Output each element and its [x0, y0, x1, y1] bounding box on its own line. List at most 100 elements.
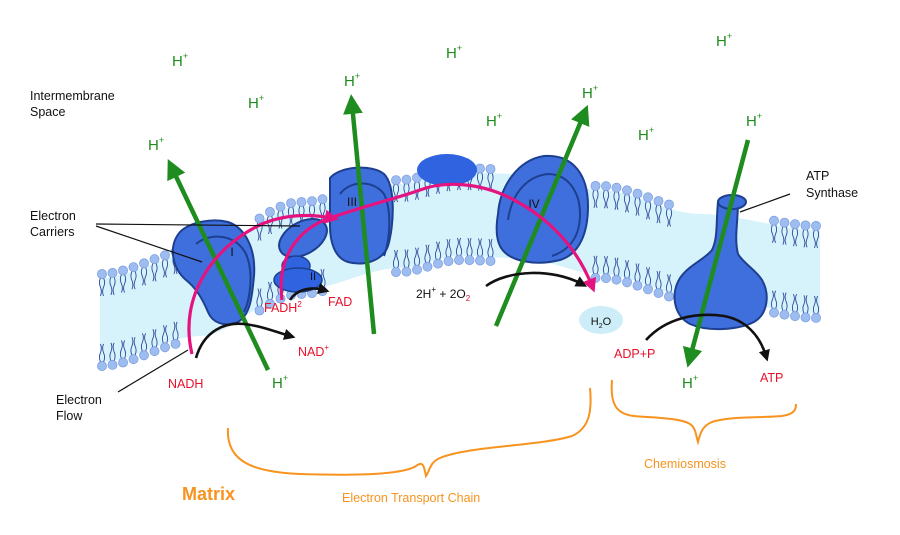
lipid-head: [391, 267, 401, 277]
lipid-tail: [627, 260, 631, 279]
lipid-tail: [595, 189, 599, 209]
lipid-tail: [259, 288, 263, 307]
lipid-tail: [144, 333, 148, 352]
atp-synthase-label-line2: Synthase: [806, 186, 858, 200]
lipid-tail: [133, 271, 137, 290]
lipid-head: [601, 273, 611, 284]
lipid-head: [160, 250, 170, 261]
chemiosmosis-brace-label: Chemiosmosis: [644, 457, 726, 471]
oxygen-reaction-label: 2H+ + 2O2: [416, 285, 471, 303]
lipid-head: [107, 267, 118, 278]
proton-arrow-atp-synthase: [682, 139, 751, 368]
lipid-tail: [396, 183, 400, 203]
lipid-tail: [490, 172, 494, 192]
lipid-tail: [770, 290, 774, 309]
proton-label: H+: [486, 111, 502, 130]
lipid-tail: [665, 208, 669, 227]
lipid-tail: [119, 340, 123, 359]
lipid-tail: [319, 202, 323, 222]
lipid-tail: [606, 256, 610, 275]
cytochrome-c: [417, 154, 477, 186]
lipid-tail: [154, 263, 158, 282]
lipid-tail: [490, 238, 494, 258]
lipid-head: [296, 197, 307, 207]
lipid-tail: [637, 197, 641, 216]
lipid-tail: [130, 271, 134, 290]
lipid-tail: [434, 241, 438, 260]
lipid-head: [401, 266, 412, 277]
lipid-tail: [616, 257, 620, 276]
lipid-head: [779, 309, 790, 320]
lipid-tail: [270, 281, 274, 301]
lipid-head: [139, 258, 149, 269]
proton-label: H+: [248, 93, 264, 112]
lipid-tail: [634, 197, 638, 216]
lipid-head: [118, 357, 128, 368]
callout-lines: [95, 193, 791, 393]
lipid-head: [254, 213, 265, 224]
callout-line-carrier-complex-i: [95, 225, 203, 263]
lipid-tail: [119, 274, 123, 293]
lipid-head: [107, 359, 118, 370]
intermembrane-space-label-line1: Intermembrane: [30, 89, 115, 103]
lipid-tail: [123, 340, 127, 359]
lipid-tail: [154, 329, 158, 348]
lipid-head: [664, 291, 674, 302]
proton-arrows: [167, 94, 751, 371]
lipid-tail: [413, 247, 417, 266]
fadh2-to-fad-arrow: [288, 282, 330, 301]
lipid-head: [97, 361, 107, 371]
lipid-tail: [151, 329, 155, 348]
lipid-head: [412, 264, 422, 275]
callout-line-electron-flow: [117, 349, 189, 393]
lipid-tail: [487, 238, 491, 258]
lipid-tail: [816, 229, 820, 249]
lipid-tail: [102, 277, 106, 297]
lipid-tail: [112, 342, 116, 362]
lipid-head: [464, 255, 475, 265]
lipid-tail: [403, 183, 407, 202]
lipid-head: [611, 274, 622, 285]
lipid-head: [800, 220, 811, 231]
adp-to-atp-arrow: [645, 313, 770, 362]
lipid-head: [139, 350, 149, 361]
oxygen-to-water-arrow: [485, 271, 588, 288]
etc-brace: [226, 387, 592, 479]
proton-labels: H+ H+ H+ H+ H+ H+ H+ H+ H+ H+ H+ H+: [148, 31, 762, 392]
atp-label: ATP: [760, 371, 783, 385]
lipid-tail: [392, 249, 396, 269]
lipid-head: [433, 258, 443, 269]
proton-label: H+: [344, 71, 360, 90]
lipid-tail: [123, 274, 127, 293]
lipid-tail: [455, 237, 459, 257]
proton-label: H+: [682, 373, 698, 392]
lipid-tail: [795, 228, 799, 247]
lipid-tail: [161, 325, 165, 344]
lipid-tail: [805, 229, 809, 248]
lipid-head: [128, 262, 139, 273]
lipid-head: [317, 194, 328, 205]
lipid-tail: [595, 255, 599, 275]
lipid-tail: [791, 228, 795, 247]
lipid-head: [800, 312, 811, 323]
lipid-head: [254, 305, 265, 316]
proton-arrow-complex-iv: [493, 104, 590, 327]
electron-flow-arrow-nadh: [187, 209, 339, 355]
lipid-head: [475, 255, 485, 266]
lipid-tail: [623, 260, 627, 279]
lipid-head: [485, 256, 496, 266]
lipid-tails: [98, 171, 820, 363]
lipid-head: [118, 265, 128, 276]
lipid-tail: [774, 224, 778, 243]
lipid-tail: [459, 237, 463, 257]
lipid-tail: [648, 201, 652, 220]
lipid-tail: [476, 238, 480, 257]
lipid-head: [643, 284, 653, 295]
lipid-tail: [98, 277, 102, 297]
lipid-tail: [655, 204, 659, 224]
lipid-tail: [480, 238, 484, 257]
lipid-tail: [784, 292, 788, 311]
lipid-tail: [140, 333, 144, 352]
proton-label: H+: [582, 83, 598, 102]
